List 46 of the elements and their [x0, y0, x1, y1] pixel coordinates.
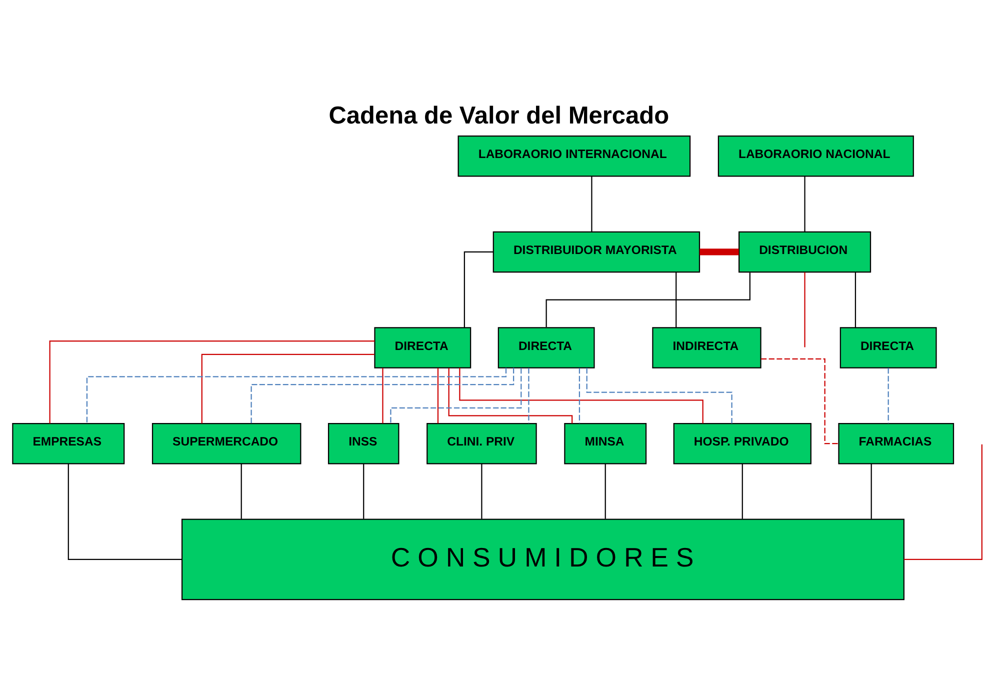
node-box: EMPRESAS	[12, 422, 125, 464]
connector	[591, 176, 592, 232]
connector	[870, 464, 872, 519]
connector	[390, 368, 522, 424]
connector	[464, 251, 494, 328]
node-box: INSS	[328, 422, 400, 464]
node-box: MINSA	[564, 422, 647, 464]
connector	[459, 368, 704, 424]
connector	[86, 368, 507, 424]
connector	[481, 464, 482, 519]
connector	[546, 272, 750, 328]
connector	[240, 464, 242, 519]
connector	[201, 354, 374, 424]
connector	[804, 176, 806, 232]
connector	[437, 368, 439, 424]
node-box: LABORAORIO NACIONAL	[718, 136, 914, 177]
connector	[742, 464, 743, 519]
node-box: CLINI. PRIV	[426, 422, 537, 464]
diagram-title: Cadena de Valor del Mercado	[328, 102, 670, 130]
connector	[676, 272, 677, 328]
connector	[68, 464, 182, 560]
connector	[578, 368, 580, 424]
connector	[528, 368, 530, 424]
node-box: DISTRIBUCION	[738, 231, 872, 273]
node-box: FARMACIAS	[838, 422, 954, 464]
connector	[448, 368, 573, 424]
node-box: HOSP. PRIVADO	[673, 422, 812, 464]
connector	[854, 272, 856, 328]
connector	[250, 368, 514, 424]
connector	[888, 368, 889, 424]
node-box: DIRECTA	[374, 327, 472, 368]
connector	[700, 248, 739, 256]
node-box: LABORAORIO INTERNACIONAL	[458, 136, 691, 177]
node-box: DISTRIBUIDOR MAYORISTA	[492, 231, 700, 273]
node-box: SUPERMERCADO	[152, 422, 302, 464]
connector	[382, 368, 384, 424]
connector	[804, 272, 806, 348]
node-box: C O N S U M I D O R E S	[181, 518, 904, 600]
connector	[904, 444, 982, 560]
node-box: INDIRECTA	[652, 327, 762, 368]
node-box: DIRECTA	[498, 327, 595, 368]
connector	[49, 340, 375, 424]
node-box: DIRECTA	[840, 327, 937, 368]
connector	[604, 464, 606, 519]
connector	[363, 464, 364, 519]
connector	[586, 368, 732, 424]
